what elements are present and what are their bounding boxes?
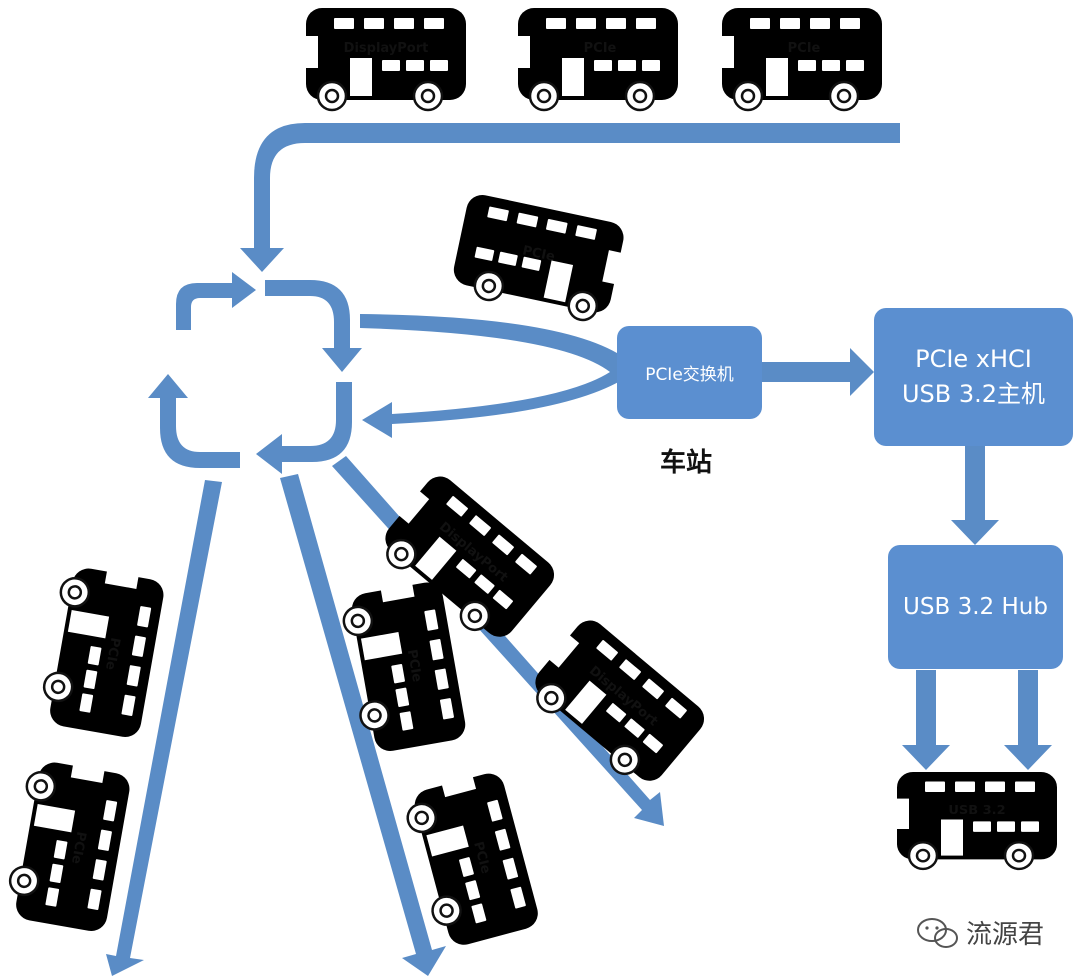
roundabout-arrow-bottom-left	[148, 374, 240, 468]
roundabout-arrow-top-left	[176, 272, 256, 330]
bus-usb: USB 3.2	[893, 770, 1059, 871]
bus-pcie-left-1: PCIe	[36, 561, 168, 741]
bus-label: PCIe	[521, 243, 556, 265]
hub-to-usb-arrow-right	[1004, 670, 1052, 770]
bus-label: PCIe	[584, 41, 617, 56]
top-road-arrow	[240, 123, 900, 272]
roundabout-arrow-bottom-right	[256, 382, 352, 474]
host-to-hub-arrow	[951, 446, 999, 545]
wechat-icon	[917, 918, 958, 948]
bus-pcie-top-1: PCIe	[514, 6, 680, 112]
bus-pcie-left-2: PCIe	[2, 755, 134, 935]
pcie-switch-label: PCIe交换机	[645, 365, 734, 385]
bus-displayport-top: DisplayPort	[302, 6, 468, 112]
xhci-host-line2: USB 3.2主机	[901, 380, 1046, 408]
bus-pcie-top-2: PCIe	[718, 6, 884, 112]
bus-label: DisplayPort	[344, 41, 429, 56]
usb-hub-label: USB 3.2 Hub	[903, 594, 1048, 620]
bus-displayport-2: DisplayPort	[519, 611, 712, 797]
bus-pcie-mid-1: PCIe	[337, 576, 470, 757]
usb-hub-box: USB 3.2 Hub	[888, 545, 1063, 669]
bus-label: PCIe	[102, 636, 122, 671]
bus-label: PCIe	[788, 41, 821, 56]
pcie-switch-box: PCIe交换机	[617, 326, 762, 419]
road-down-left	[106, 480, 222, 976]
bus-pcie-mid-2: PCIe	[399, 766, 543, 953]
bus-label: USB 3.2	[948, 802, 1005, 817]
bus-label: PCIe	[68, 830, 88, 865]
hub-to-usb-arrow-left	[902, 670, 950, 770]
xhci-host-box: PCIe xHCI USB 3.2主机	[874, 308, 1073, 446]
station-label: 车站	[660, 448, 713, 478]
roundabout-arrow-top-right	[265, 280, 362, 372]
watermark-text: 流源君	[966, 920, 1045, 950]
bus-displayport-1: DisplayPort	[369, 467, 562, 653]
bus-label: PCIe	[404, 648, 424, 683]
xhci-host-line1: PCIe xHCI	[915, 345, 1032, 374]
switch-to-host-arrow	[760, 348, 874, 396]
bus-pcie-station: PCIe	[447, 190, 630, 327]
switch-loop-arrow	[360, 314, 622, 438]
